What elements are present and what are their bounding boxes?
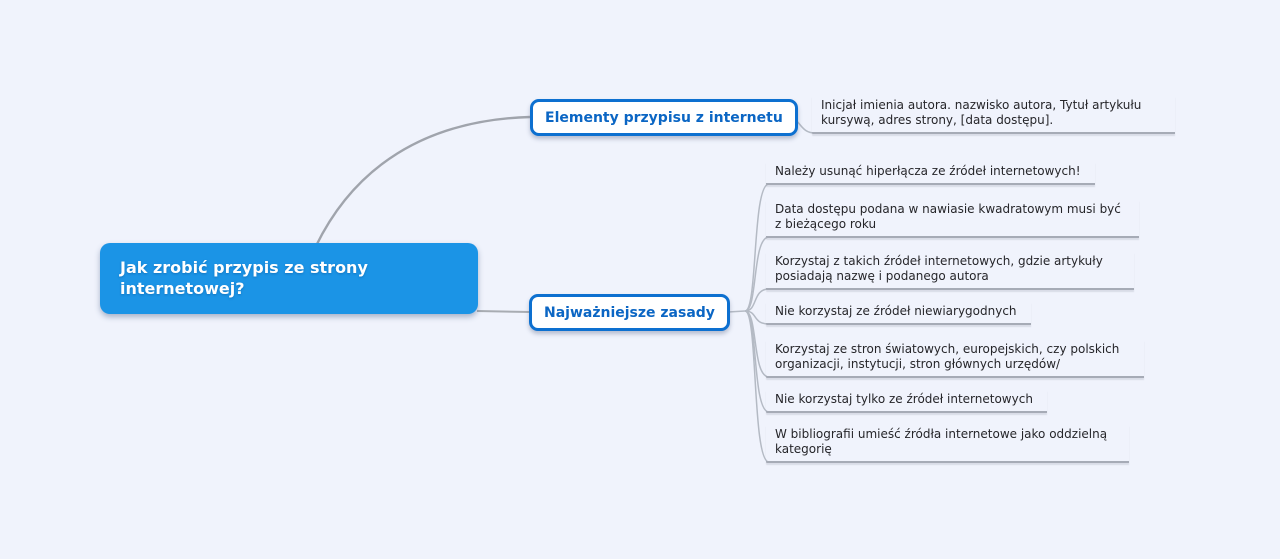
connector-zasady-note-7: [744, 310, 770, 463]
leaf-note-zasady-1[interactable]: Należy usunąć hiperłącza ze źródeł inter…: [766, 162, 1095, 185]
branch-node-label: Elementy przypisu z internetu: [545, 109, 783, 126]
root-node[interactable]: Jak zrobić przypis ze strony internetowe…: [100, 243, 478, 314]
branch-node-label: Najważniejsze zasady: [544, 304, 715, 321]
leaf-note-zasady-5[interactable]: Korzystaj ze stron światowych, europejsk…: [766, 340, 1144, 378]
connector-root-elementy: [314, 115, 531, 247]
leaf-note-zasady-7[interactable]: W bibliografii umieść źródła internetowe…: [766, 425, 1129, 463]
connector-zasady-note-3: [744, 288, 770, 312]
connector-zasady-note-2: [744, 236, 770, 312]
branch-node-elementy-przypisu[interactable]: Elementy przypisu z internetu: [530, 99, 798, 136]
leaf-note-zasady-3[interactable]: Korzystaj z takich źródeł internetowych,…: [766, 252, 1134, 290]
leaf-note-zasady-6[interactable]: Nie korzystaj tylko ze źródeł internetow…: [766, 390, 1047, 413]
leaf-note-elementy-1[interactable]: Inicjał imienia autora. nazwisko autora,…: [812, 96, 1175, 134]
leaf-note-zasady-4[interactable]: Nie korzystaj ze źródeł niewiarygodnych: [766, 302, 1031, 325]
connector-root-zasady: [476, 310, 531, 313]
leaf-note-zasady-2[interactable]: Data dostępu podana w nawiasie kwadratow…: [766, 200, 1139, 238]
connector-zasady-stub: [727, 310, 746, 313]
branch-node-najwazniejsze-zasady[interactable]: Najważniejsze zasady: [529, 294, 730, 331]
root-node-label: Jak zrobić przypis ze strony internetowe…: [120, 258, 368, 298]
connector-zasady-note-1: [744, 183, 770, 312]
